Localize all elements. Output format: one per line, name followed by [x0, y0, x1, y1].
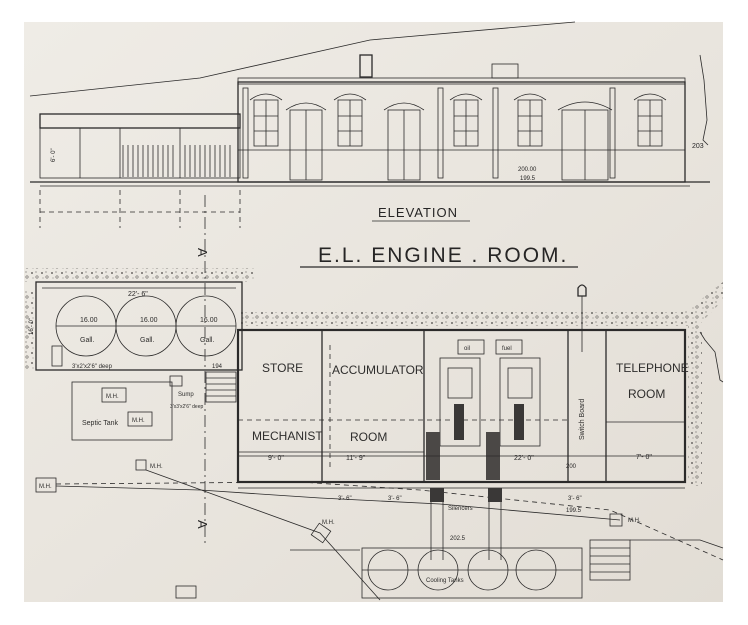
tank-3-size: 16.00 [200, 317, 218, 324]
elevation-doors [285, 101, 613, 181]
mh-septic-2: M.H. [132, 418, 145, 424]
cooling-tanks-label: Cooling Tanks [426, 578, 464, 584]
sump-size: 3'x3'x2'6" deep [170, 404, 203, 410]
elevation-label: ELEVATION [378, 205, 458, 220]
dim-6-0: 6'- 0" [51, 148, 57, 162]
accumulator-label: ACCUMULATOR [332, 363, 424, 377]
elevation-windows [249, 93, 667, 147]
tank-3-unit: Gall. [200, 337, 214, 344]
telephone-label: TELEPHONE [616, 361, 689, 375]
switchboard-label: Switch Board [579, 399, 586, 440]
mechanist-label: MECHANIST [252, 429, 323, 443]
level-194: 194 [212, 364, 223, 370]
dim-7-0: 7'- 0" [636, 454, 652, 461]
level-199-5: 199.5 [566, 508, 582, 514]
oil-label: oil [464, 346, 470, 352]
dim-11-9: 11'- 9" [346, 455, 366, 462]
dim-22-0: 22'- 0" [514, 455, 534, 462]
dim-3-6-c: 3'- 6" [568, 496, 582, 502]
dim-9-0: 9'- 0" [268, 455, 284, 462]
room-label: ROOM [350, 430, 387, 444]
tank-1-unit: Gall. [80, 337, 94, 344]
level-199-5-elev: 199.5 [520, 176, 536, 182]
mh-left: M.H. [39, 484, 52, 490]
mh-lower: M.H. [322, 520, 335, 526]
deep-note: 3'x2'x2'6" deep [72, 364, 113, 370]
dim-3-6-b: 3'- 6" [388, 496, 402, 502]
mh-septic-1: M.H. [106, 394, 119, 400]
tank-2-size: 16.00 [140, 317, 158, 324]
tank-2-unit: Gall. [140, 337, 154, 344]
tank-1-size: 16.00 [80, 317, 98, 324]
level-202-5: 202.5 [450, 536, 466, 542]
level-203: 203 [692, 143, 704, 150]
drawing-title: E.L. ENGINE . ROOM. [318, 244, 568, 267]
plan-view: 16.00 Gall. 16.00 Gall. 16.00 Gall. 22'-… [24, 268, 724, 601]
elevation-view: 203 200.00 199.5 6'- 0" [29, 21, 710, 228]
level-200: 200 [566, 464, 577, 470]
store-label: STORE [262, 361, 303, 375]
telephone-room-label: ROOM [628, 387, 665, 401]
septic-tank-label: Septic Tank [82, 420, 119, 427]
section-mark-top: A [195, 248, 210, 257]
silencers-label: Silencers [448, 506, 473, 512]
sump-label: Sump [178, 392, 194, 398]
dim-22-6: 22'- 6" [128, 291, 148, 298]
mh-center: M.H. [150, 464, 163, 470]
level-200-00: 200.00 [518, 167, 537, 173]
dim-16-0: 16'- 0" [29, 318, 35, 335]
mh-right: M.H. [628, 518, 641, 524]
fuel-label: fuel [502, 346, 512, 352]
section-mark-bottom: A [195, 520, 210, 529]
